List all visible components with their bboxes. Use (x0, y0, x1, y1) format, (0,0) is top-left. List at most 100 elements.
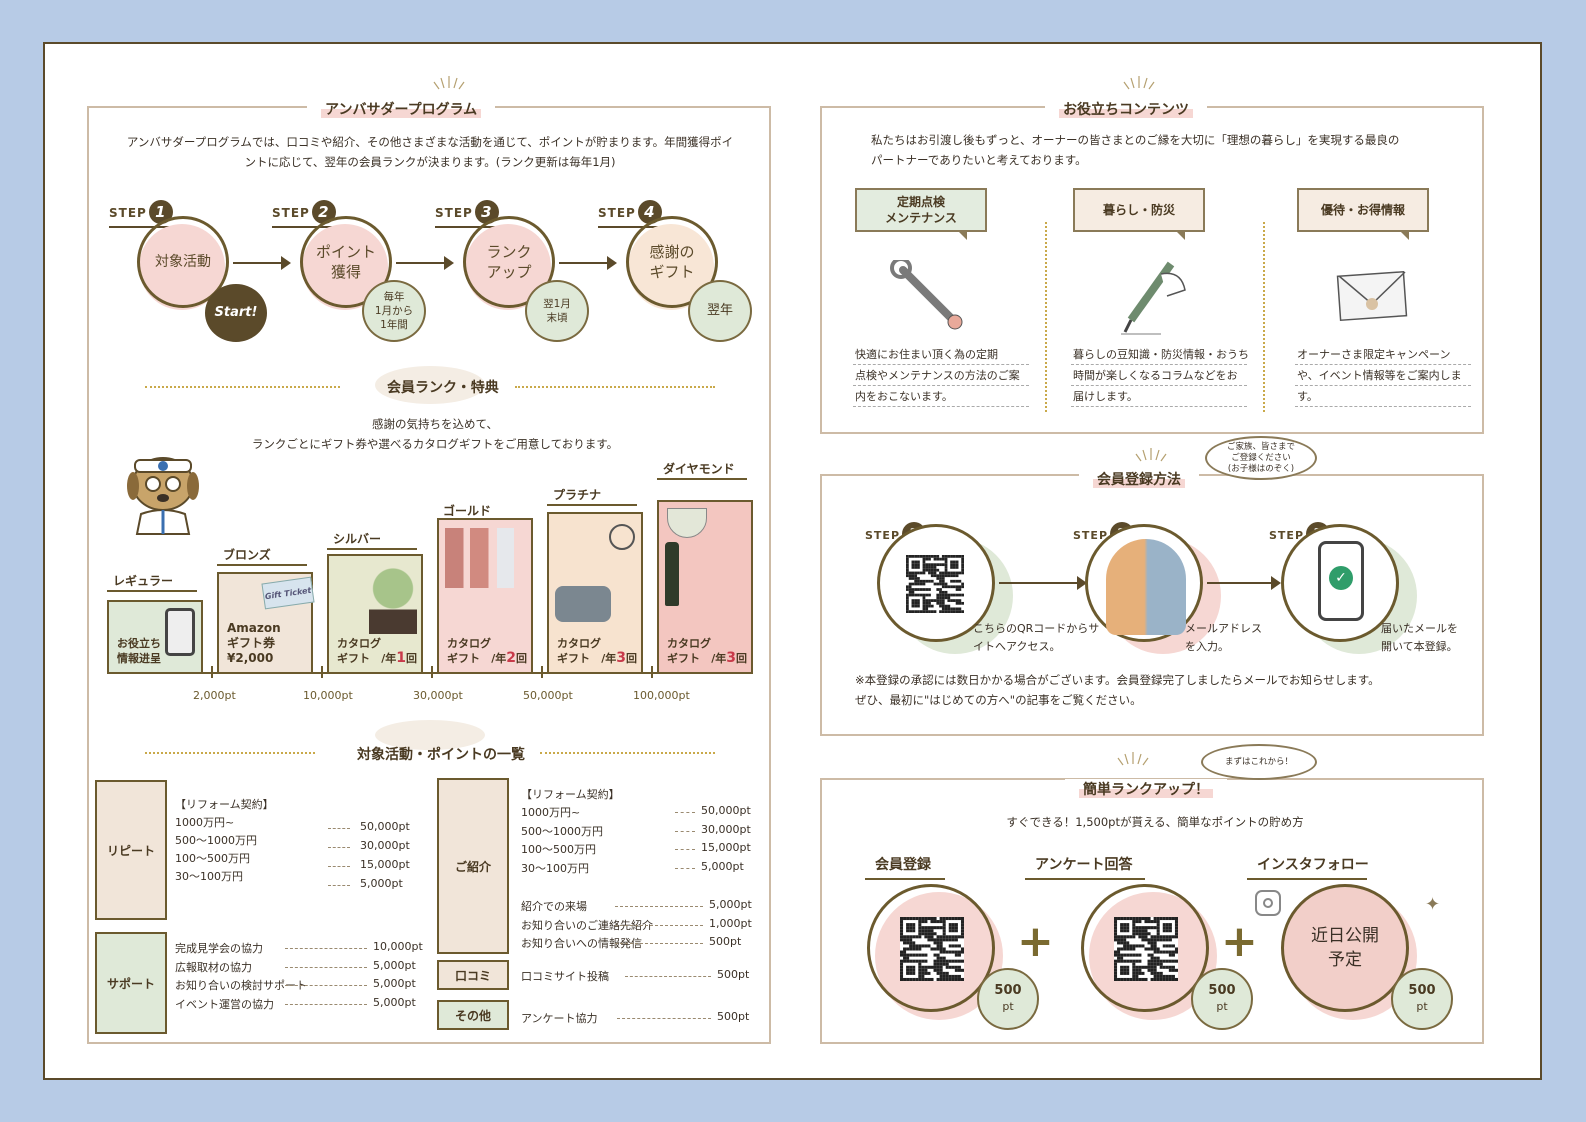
activity-item: 1000万円~ (175, 816, 235, 829)
activity-points: 50,000pt (360, 820, 410, 833)
easy-qr-code (900, 917, 964, 981)
plus-sign-2: + (1221, 916, 1258, 967)
activity-points: 30,000pt (360, 839, 410, 852)
wine-bottle-icon (665, 542, 679, 606)
activity-item: イベント運営の協力 (175, 997, 274, 1011)
ambassador-step-main: 感謝の ギフト (649, 243, 695, 281)
ambassador-step-circle: 対象活動 (137, 216, 229, 308)
step-underline (109, 226, 169, 228)
activity-points: 1,000pt (709, 916, 752, 930)
rays-icon (1135, 448, 1167, 462)
activity-item: 口コミサイト投稿 (521, 970, 609, 983)
activity-leader (615, 906, 703, 907)
rank-name-underline (547, 504, 637, 506)
activities-title: 対象活動・ポイントの一覧 (357, 747, 525, 763)
rank-name: レギュラー (113, 574, 174, 588)
easy-item-points-value: 500 (1208, 983, 1236, 998)
brochure-sheet: アンバサダープログラム アンバサダープログラムでは、口コミや紹介、その他さまざま… (43, 42, 1542, 1080)
activity-leader (675, 830, 695, 832)
ambassador-step-sub: 毎年 1月から 1年間 (362, 280, 426, 342)
act-dotline-left (145, 752, 315, 754)
pot-icon (555, 586, 611, 622)
text-dotted-rule (1295, 364, 1471, 365)
repeat-label: リピート (95, 780, 167, 920)
register-step-text: 届いたメールを 開いて本登録。 (1381, 622, 1458, 653)
text-dotted-rule (1071, 406, 1247, 407)
activity-item: お知り合いへの情報発信 (521, 937, 642, 950)
activity-points: 5,000pt (373, 977, 416, 990)
rank-dotline-right (515, 386, 715, 388)
activity-item: お知り合いのご連絡先紹介 (521, 918, 653, 932)
phone-icon (165, 608, 195, 656)
contents-intro-line1: 私たちはお引渡し後もずっと、オーナーの皆さまとのご縁を大切に「理想の暮らし」を実… (871, 133, 1400, 147)
contents-item-head: 優待・お得情報 (1297, 188, 1429, 240)
activity-leader (675, 849, 695, 850)
threshold-tick (541, 666, 543, 678)
wrench-icon (883, 257, 973, 344)
register-step-text: メールアドレス を入力。 (1185, 622, 1262, 653)
ambassador-step-main: ランク アップ (486, 243, 532, 281)
referral-label: ご紹介 (437, 778, 509, 954)
activity-points: 30,000pt (701, 822, 751, 836)
rank-name: ブロンズ (223, 548, 271, 562)
contents-intro-line2: パートナーでありたいと考えております。 (871, 153, 1087, 167)
easy-item-points-unit: pt (1416, 1000, 1428, 1013)
threshold-tick (321, 666, 323, 678)
threshold-label: 2,000pt (193, 689, 236, 702)
activity-points: 5,000pt (709, 898, 752, 911)
contents-item-text: 届けします。 (1073, 390, 1138, 403)
other-label: その他 (437, 1000, 509, 1030)
easy-title: 簡単ランクアップ！ (1065, 779, 1227, 799)
start-badge: Start! (205, 284, 267, 342)
activity-points: 500pt (717, 1010, 750, 1023)
activity-leader (615, 924, 703, 926)
easy-item-points-unit: pt (1002, 1000, 1014, 1013)
step-word: STEP (435, 206, 473, 220)
rank-desc-line1: 感謝の気持ちを込めて、 (372, 417, 498, 431)
easy-item-circle (1081, 884, 1209, 1012)
contents-item-head: 暮らし・防災 (1073, 188, 1205, 240)
step-word: STEP (272, 206, 310, 220)
activity-leader (615, 943, 703, 944)
rank-times: /年2回 (491, 650, 527, 666)
activity-leader (285, 966, 367, 968)
bubble-tail (1175, 230, 1185, 240)
act-title-cloud (375, 720, 485, 750)
rank-body: お役立ち 情報进呈 (117, 637, 161, 665)
register-note-line2: ぜひ、最初に"はじめての方へ"の記事をご覧ください。 (855, 693, 1142, 707)
sparkle-icon: ✦ (1425, 894, 1441, 915)
text-dotted-rule (853, 406, 1029, 407)
ambassador-step-sub: 翌年 (688, 280, 752, 342)
threshold-label: 50,000pt (523, 689, 573, 702)
step-arrow (396, 256, 454, 270)
activity-points: 500pt (709, 935, 742, 948)
rank-body: カタログ ギフト (667, 637, 711, 665)
contents-item-head: 定期点検 メンテナンス (855, 188, 987, 240)
contents-item-text: 暮らしの豆知識・防災情報・おうち (1073, 348, 1249, 361)
rank-card: カタログ ギフト/年1回 (327, 554, 423, 674)
rank-card: カタログ ギフト/年2回 (437, 518, 533, 674)
register-note: ※本登録の承認には数日かかる場合がございます。会員登録完了しましたらメールでお知… (855, 670, 1455, 710)
activity-item: 30〜100万円 (521, 861, 589, 875)
step-word: STEP (865, 529, 901, 542)
ambassador-title-text: アンバサダープログラム (321, 102, 482, 118)
column-divider (1263, 222, 1265, 412)
referral-header: 【リフォーム契約】 (521, 788, 620, 801)
activity-points: 5,000pt (701, 859, 744, 873)
activity-leader (675, 812, 695, 813)
easy-qr-code (1114, 917, 1178, 981)
rank-desc: 感謝の気持ちを込めて、 ランクごとにギフト券や選べるカタログギフトをご用意してお… (195, 414, 675, 454)
step-arrow (559, 256, 617, 270)
rank-name-underline (657, 478, 747, 480)
threshold-label: 30,000pt (413, 689, 463, 702)
threshold-tick (211, 666, 213, 678)
step-arrow (233, 256, 291, 270)
easy-cloud: まずはこれから！ (1201, 744, 1317, 780)
gift-ticket-icon: Gift Ticket (261, 576, 315, 610)
envelope-icon (1325, 260, 1415, 344)
activity-item: お知り合いの検討サポート (175, 979, 307, 992)
activity-leader (285, 948, 367, 949)
rank-name: プラチナ (553, 488, 602, 502)
